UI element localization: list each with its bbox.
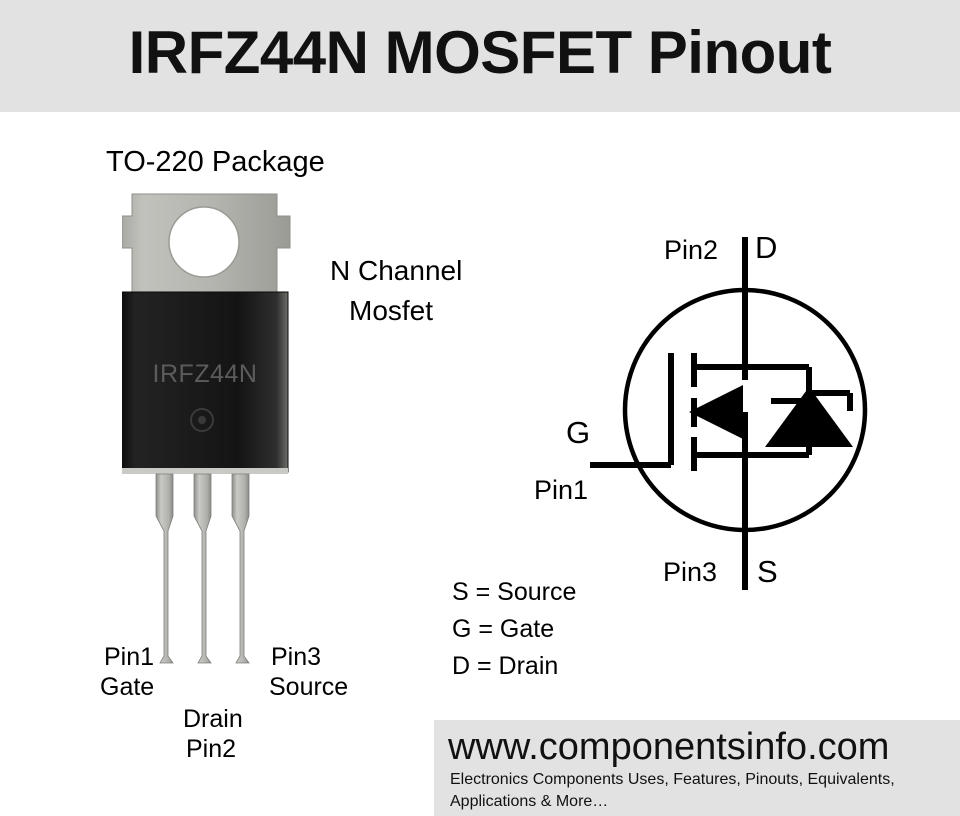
symbol-gate-pin-label: Pin1 bbox=[534, 475, 589, 505]
part-marking: IRFZ44N bbox=[153, 360, 258, 388]
header-band bbox=[0, 0, 960, 112]
site-tagline-line1: Electronics Components Uses, Features, P… bbox=[450, 771, 895, 788]
mounting-hole bbox=[168, 206, 240, 278]
footer-band bbox=[434, 720, 960, 816]
lead-pin3 bbox=[231, 473, 250, 664]
body-diode-triangle bbox=[765, 387, 853, 447]
package-caption: TO-220 Package bbox=[106, 146, 325, 178]
package-pin3-function: Source bbox=[269, 673, 349, 701]
symbol-drain-pin-label: Pin2 bbox=[664, 235, 719, 265]
lead-pin1 bbox=[155, 473, 174, 664]
symbol-source-terminal-label: S bbox=[757, 554, 778, 589]
package-pin2-number: Pin2 bbox=[186, 735, 237, 763]
site-tagline-line2: Applications & More… bbox=[450, 793, 609, 810]
package-pin3-number: Pin3 bbox=[271, 643, 322, 671]
package-metal-tab bbox=[122, 193, 291, 295]
mosfet-schematic-symbol bbox=[590, 237, 868, 590]
symbol-source-pin-label: Pin3 bbox=[663, 557, 718, 587]
body-arrow bbox=[689, 385, 743, 439]
device-type-line1: N Channel bbox=[330, 255, 463, 286]
to220-package-image: IRFZ44N bbox=[122, 193, 291, 664]
package-pin1-number: Pin1 bbox=[104, 643, 155, 671]
page-title: IRFZ44N MOSFET Pinout bbox=[128, 19, 832, 86]
package-leads bbox=[155, 473, 250, 664]
site-url: www.componentsinfo.com bbox=[448, 726, 890, 768]
legend-item-drain: D = Drain bbox=[452, 652, 559, 680]
device-type-line2: Mosfet bbox=[349, 295, 434, 326]
package-pin2-function: Drain bbox=[183, 705, 243, 733]
package-pin1-function: Gate bbox=[100, 673, 155, 701]
symbol-drain-terminal-label: D bbox=[755, 230, 778, 265]
legend-item-gate: G = Gate bbox=[452, 615, 555, 643]
symbol-gate-terminal-label: G bbox=[566, 415, 591, 450]
lead-pin2 bbox=[193, 473, 212, 664]
package-body: IRFZ44N bbox=[122, 291, 289, 474]
legend-item-source: S = Source bbox=[452, 578, 577, 606]
